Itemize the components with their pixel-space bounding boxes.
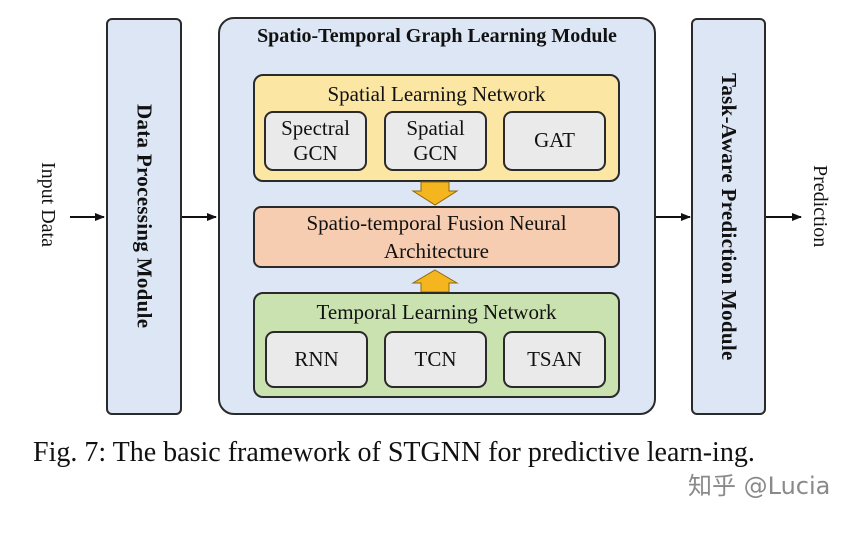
main-module-title: Spatio-Temporal Graph Learning Module [257,25,617,47]
fusion-line1: Spatio-temporal Fusion Neural [306,211,567,235]
spectral-gcn-line1: Spectral [281,115,350,140]
figure-caption: Fig. 7: The basic framework of STGNN for… [33,437,755,468]
rnn-label: RNN [294,346,339,371]
spatial-network-title: Spatial Learning Network [327,82,546,106]
fusion-line2: Architecture [384,239,489,263]
tsan-box: TSAN [503,331,606,388]
spectral-gcn-line2: GCN [293,141,338,165]
watermark: 知乎 @Lucia [688,472,831,500]
spectral-gcn-box: Spectral GCN [264,111,367,171]
task-aware-label: Task-Aware Prediction Module [717,72,741,361]
rnn-box: RNN [265,331,368,388]
data-processing-module: Data Processing Module [106,18,182,415]
fusion-architecture: Spatio-temporal Fusion Neural Architectu… [253,206,620,268]
gat-box: GAT [503,111,606,171]
temporal-network-title: Temporal Learning Network [316,300,557,324]
tcn-label: TCN [414,346,457,371]
spatial-gcn-line1: Spatial [406,115,465,140]
tcn-box: TCN [384,331,487,388]
spatial-gcn-box: Spatial GCN [384,111,487,171]
spatial-gcn-line2: GCN [413,141,458,165]
task-aware-prediction-module: Task-Aware Prediction Module [691,18,766,415]
input-data-label: Input Data [37,162,59,247]
data-processing-label: Data Processing Module [132,104,157,329]
prediction-label: Prediction [809,165,831,248]
tsan-label: TSAN [527,346,582,371]
gat-label: GAT [534,128,575,153]
